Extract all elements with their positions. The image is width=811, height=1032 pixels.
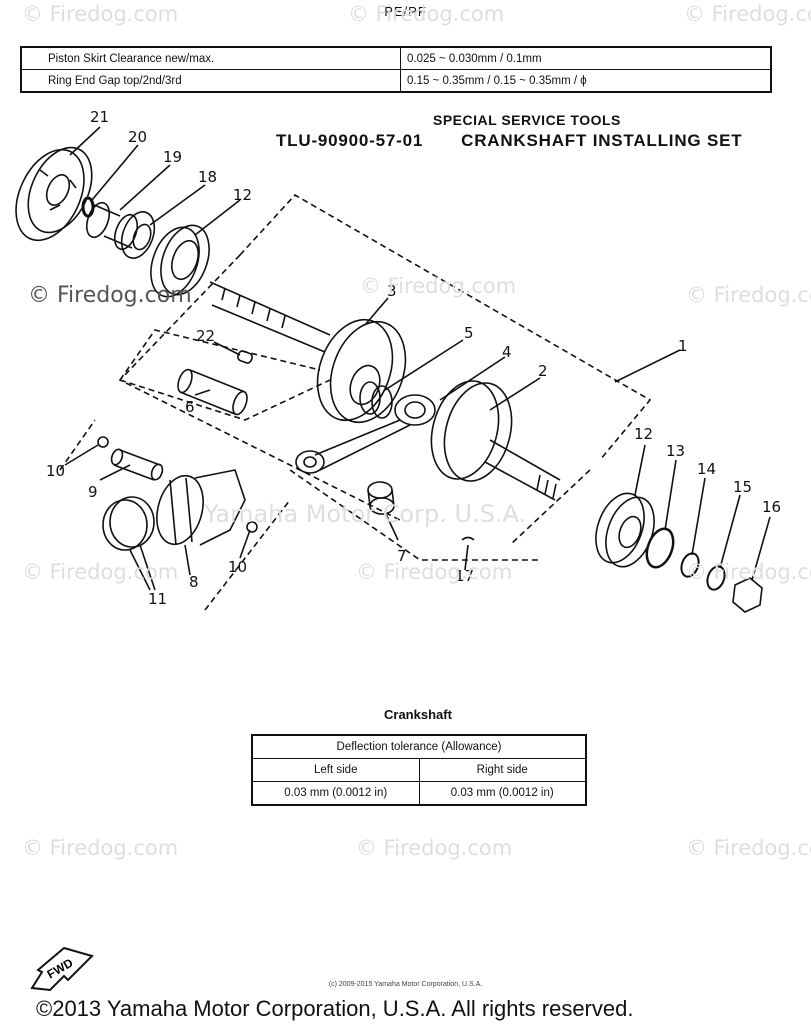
- deflection-table: Deflection tolerance (Allowance) Left si…: [251, 734, 587, 806]
- part-10-circlip: [97, 436, 109, 448]
- copyright: ©2013 Yamaha Motor Corporation, U.S.A. A…: [36, 996, 634, 1021]
- watermark-firedog: © Firedog.com: [28, 283, 192, 308]
- callout-7: 7: [397, 547, 407, 565]
- callout-22: 22: [196, 327, 216, 345]
- callout-12: 12: [233, 186, 253, 204]
- part-4-connecting-rod: [295, 394, 436, 474]
- part-2-crank-half: [430, 380, 561, 501]
- callout-15: 15: [733, 478, 753, 496]
- watermark-firedog: © Firedog.com: [356, 836, 513, 860]
- callout-9: 9: [88, 483, 98, 501]
- callout-21: 21: [90, 108, 110, 126]
- callout-20: 20: [128, 128, 148, 146]
- callout-13: 13: [666, 442, 686, 460]
- callout-4: 4: [502, 343, 512, 361]
- part-11-piston-rings: [102, 496, 155, 551]
- callout-10: 10: [46, 462, 66, 480]
- part-19-collar: [85, 201, 139, 251]
- part-16-nut: [732, 577, 763, 613]
- special-tools-line: TLU-90900-57-01 CRANKSHAFT INSTALLING SET: [276, 131, 742, 151]
- deflection-header: Deflection tolerance (Allowance): [251, 734, 587, 759]
- callout-5: 5: [464, 324, 474, 342]
- part-12-bearing: [150, 224, 210, 298]
- part-18-bearing: [120, 211, 156, 259]
- part-20-seal: [81, 196, 95, 218]
- spec-value: 0.15 ~ 0.35mm / 0.15 ~ 0.35mm / ϕ: [400, 69, 772, 93]
- table-row: Piston Skirt Clearance new/max. 0.025 ~ …: [20, 46, 772, 70]
- watermark-firedog: © Firedog.com: [686, 836, 811, 860]
- table-row: Deflection tolerance (Allowance): [251, 734, 587, 759]
- part-5-needle-bearing: [359, 381, 393, 419]
- left-side-label: Left side: [251, 758, 420, 782]
- right-side-value: 0.03 mm (0.0012 in): [418, 781, 587, 806]
- part-17-key: [461, 536, 475, 541]
- callout-3: 3: [387, 282, 397, 300]
- watermark-firedog: © Firedog.com: [686, 283, 811, 307]
- small-copyright: (c) 2009-2015 Yamaha Motor Corporation, …: [328, 981, 483, 988]
- part-9-piston-pin: [110, 448, 164, 481]
- part-22-pin: [237, 350, 253, 364]
- special-tools-header: SPECIAL SERVICE TOOLS: [433, 112, 621, 128]
- watermark-firedog: © Firedog.com: [348, 2, 505, 26]
- watermark-firedog: © Firedog.com: [22, 2, 179, 26]
- spec-label: Ring End Gap top/2nd/3rd: [20, 69, 401, 93]
- part-12-bearing-right: [595, 492, 655, 568]
- callout-14: 14: [697, 460, 717, 478]
- watermark-firedog: © Firedog.com: [22, 560, 179, 584]
- callout-19: 19: [163, 148, 183, 166]
- spec-table: Piston Skirt Clearance new/max. 0.025 ~ …: [20, 46, 772, 93]
- watermark-yamaha: Yamaha Motor Corp. U.S.A.: [204, 500, 527, 528]
- table-row: Ring End Gap top/2nd/3rd 0.15 ~ 0.35mm /…: [20, 69, 772, 93]
- table-row: Left side Right side: [251, 758, 587, 782]
- callout-18: 18: [198, 168, 218, 186]
- watermark-firedog: © Firedog.com: [686, 560, 811, 584]
- callout-2: 2: [538, 362, 548, 380]
- table-row: 0.03 mm (0.0012 in) 0.03 mm (0.0012 in): [251, 781, 587, 806]
- callout-8: 8: [189, 573, 199, 591]
- crankshaft-title: Crankshaft: [384, 707, 452, 722]
- part-10-circlip: [246, 521, 258, 533]
- callout-11: 11: [148, 590, 168, 608]
- callout-12: 12: [634, 425, 654, 443]
- tool-name: CRANKSHAFT INSTALLING SET: [461, 131, 743, 150]
- part-8-piston: [156, 469, 246, 546]
- watermark-firedog: © Firedog.com: [360, 274, 517, 298]
- watermark-firedog: © Firedog.com: [684, 2, 811, 26]
- watermark-firedog: © Firedog.com: [22, 836, 179, 860]
- tool-part-number: TLU-90900-57-01: [276, 131, 424, 150]
- part-7-small-end-bearing: [367, 481, 395, 515]
- part-14-washer: [680, 552, 700, 578]
- right-side-label: Right side: [418, 758, 587, 782]
- callout-6: 6: [185, 398, 195, 416]
- callout-16: 16: [762, 498, 782, 516]
- watermark-firedog: © Firedog.com: [356, 560, 513, 584]
- left-side-value: 0.03 mm (0.0012 in): [251, 781, 420, 806]
- part-6-crank-pin: [177, 368, 248, 416]
- fwd-arrow-icon: FWD: [30, 946, 94, 992]
- callout-10: 10: [228, 558, 248, 576]
- callout-1: 1: [678, 337, 688, 355]
- model-code: PE/PF: [384, 4, 427, 19]
- part-3-crank-half: [209, 281, 407, 424]
- part-13-seal: [645, 527, 675, 569]
- callout-17: 17: [455, 567, 475, 585]
